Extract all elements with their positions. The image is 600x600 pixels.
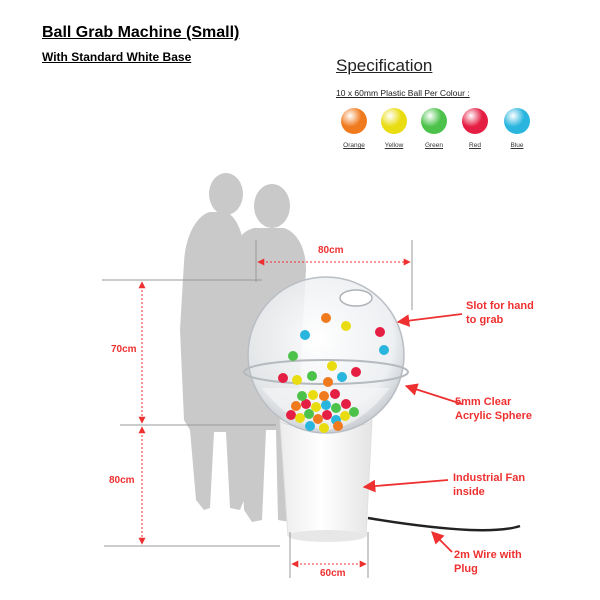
green-ball-icon	[421, 108, 447, 134]
swatch-yellow: Yellow	[370, 108, 418, 149]
page-title: Ball Grab Machine (Small)	[42, 24, 240, 41]
red-ball-icon	[462, 108, 488, 134]
swatch-label: Yellow	[384, 142, 404, 149]
callout-arrows	[362, 313, 463, 553]
swatch-label: Green	[424, 142, 444, 149]
callout-line: Slot for hand	[466, 300, 534, 312]
spec-line: 10 x 60mm Plastic Ball Per Colour :	[336, 88, 470, 98]
page-subtitle: With Standard White Base	[42, 50, 192, 64]
swatch-green: Green	[410, 108, 458, 149]
callout-line: Industrial Fan	[453, 472, 526, 484]
sphere-width-label: 80cm	[318, 245, 344, 256]
power-wire	[367, 516, 521, 532]
callout-line: to grab	[466, 314, 504, 326]
yellow-ball-icon	[381, 108, 407, 134]
base-width-label: 60cm	[320, 568, 346, 579]
colored-balls	[278, 313, 389, 433]
callout-line: 2m Wire with	[454, 549, 522, 561]
callout-line: 5mm Clear	[455, 396, 512, 408]
swatch-label: Blue	[510, 142, 524, 149]
callout-fan: Industrial Fan inside	[453, 472, 525, 498]
callout-line: inside	[453, 486, 485, 498]
swatch-red: Red	[451, 108, 499, 149]
base-height-label: 80cm	[109, 475, 135, 486]
blue-ball-icon	[504, 108, 530, 134]
callout-line: Acrylic Sphere	[455, 410, 533, 422]
spec-heading: Specification	[336, 56, 433, 75]
swatch-label: Red	[469, 142, 481, 149]
callout-wire: 2m Wire with Plug	[454, 549, 522, 575]
dimension-lines	[102, 240, 413, 578]
sphere-height-label: 70cm	[111, 344, 137, 355]
orange-ball-icon	[341, 108, 367, 134]
ball-swatches: Orange Yellow Green Red Blue	[330, 108, 540, 154]
swatch-label: Orange	[343, 142, 365, 149]
dimension-arrows	[138, 258, 411, 568]
callout-line: Plug	[454, 563, 478, 575]
swatch-blue: Blue	[493, 108, 541, 149]
callout-sphere: 5mm Clear Acrylic Sphere	[455, 396, 532, 422]
swatch-orange: Orange	[330, 108, 378, 149]
callout-slot: Slot for hand to grab	[466, 300, 534, 326]
